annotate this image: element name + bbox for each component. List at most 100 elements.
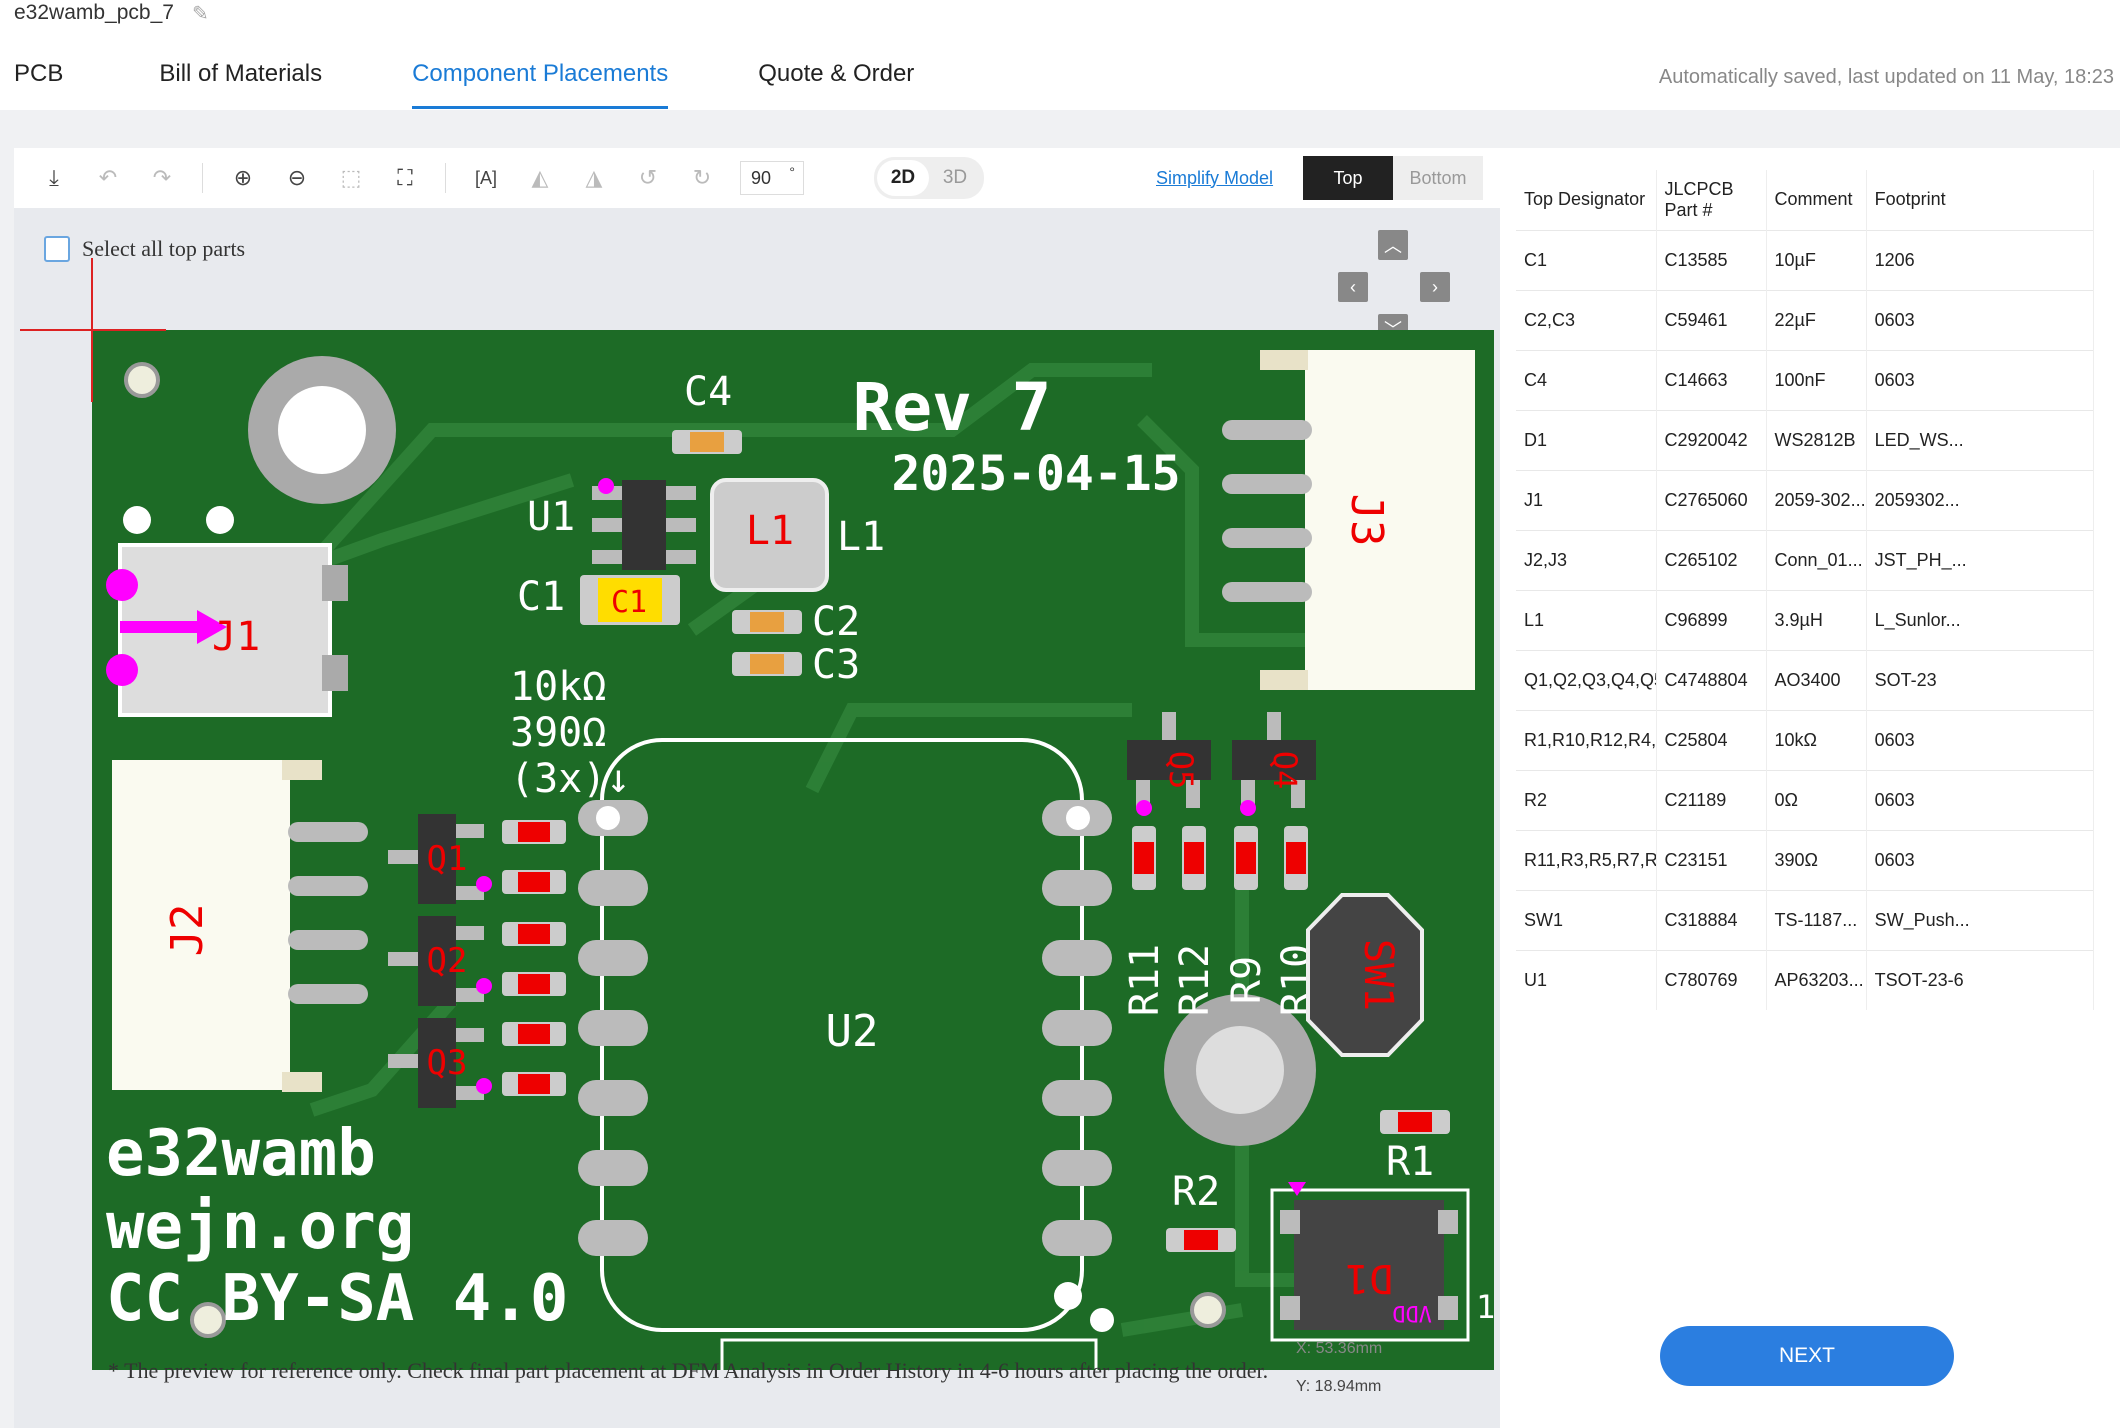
flip-horizontal-icon[interactable]: ◭ [531, 165, 549, 190]
table-cell: 0603 [1866, 289, 2095, 350]
table-cell: SW_Push... [1866, 889, 2095, 950]
side-toggle: Top Bottom [1303, 156, 1484, 200]
rotation-input[interactable]: 90 ° [740, 161, 804, 195]
label-vdd: VDD [1392, 1300, 1432, 1325]
label-r9: R9 [1224, 956, 1270, 1004]
table-cell: C265102 [1656, 529, 1767, 590]
select-all-label: Select all top parts [82, 236, 246, 261]
bottom-side-button[interactable]: Bottom [1393, 156, 1484, 200]
redo-icon[interactable]: ↷ [152, 165, 172, 190]
flip-vertical-icon[interactable]: ◮ [585, 165, 603, 190]
tab-component-placements[interactable]: Component Placements [412, 60, 669, 109]
rotate-right-icon[interactable]: ↻ [692, 165, 712, 190]
col-footprint[interactable]: Footprint [1866, 170, 2095, 230]
coord-y: Y: 18.94mm [1296, 1378, 1382, 1395]
table-cell: TSOT-23-6 [1866, 949, 2095, 1010]
label-r1: R1 [1386, 1139, 1434, 1185]
next-button[interactable]: NEXT [1660, 1326, 1954, 1386]
project-name: e32wamb_pcb_7 [14, 1, 174, 24]
select-all-top-parts[interactable]: Select all top parts [44, 236, 245, 262]
table-cell: 0603 [1866, 769, 2095, 830]
pan-left-icon[interactable]: ‹ [1338, 272, 1368, 302]
table-cell: 0Ω [1766, 769, 1867, 830]
table-cell: Conn_01... [1766, 529, 1867, 590]
text-select-icon[interactable]: [A] [474, 167, 497, 188]
table-cell: 10kΩ [1766, 709, 1867, 770]
pcb-board[interactable]: J1 J2 J3 Rev 7 2025-04-15 C4 U1 L1 L1 C1… [92, 330, 1494, 1370]
col-top-designator[interactable]: Top Designator [1516, 170, 1657, 230]
view-3d-button[interactable]: 3D [942, 167, 968, 188]
tab-pcb[interactable]: PCB [14, 60, 64, 87]
label-q2: Q2 [427, 941, 468, 981]
table-cell: C2765060 [1656, 469, 1767, 530]
fit-view-icon[interactable]: ⛶ [397, 165, 413, 190]
tab-bom[interactable]: Bill of Materials [159, 60, 323, 87]
table-cell: C4 [1516, 349, 1657, 410]
zoom-in-icon[interactable]: ⊕ [233, 165, 253, 190]
board-rev: Rev 7 [853, 369, 1052, 446]
pan-up-icon[interactable]: ︿ [1378, 230, 1408, 260]
col-jlcpcb-part[interactable]: JLCPCB Part # [1656, 170, 1767, 230]
table-cell: 10µF [1766, 229, 1867, 290]
table-cell: SW1 [1516, 889, 1657, 950]
note-390: 390Ω [510, 710, 606, 756]
table-cell: C4748804 [1656, 649, 1767, 710]
table-cell: R1,R10,R12,R4,R... [1516, 709, 1657, 770]
table-cell: WS2812B [1766, 409, 1867, 470]
label-r12: R12 [1172, 944, 1218, 1016]
table-cell: 0603 [1866, 709, 2095, 770]
table-cell: LED_WS... [1866, 409, 2095, 470]
table-cell: 390Ω [1766, 829, 1867, 890]
top-side-button[interactable]: Top [1303, 156, 1394, 200]
table-cell: C318884 [1656, 889, 1767, 950]
simplify-model-link[interactable]: Simplify Model [1156, 167, 1274, 188]
coord-x: X: 53.36mm [1296, 1340, 1383, 1357]
table-cell: U1 [1516, 949, 1657, 1010]
view-2d-button[interactable]: 2D [877, 160, 929, 196]
table-cell: C780769 [1656, 949, 1767, 1010]
table-cell: 1206 [1866, 229, 2095, 290]
label-c2: C2 [812, 599, 860, 645]
table-cell: L_Sunlor... [1866, 589, 2095, 650]
rotate-left-icon[interactable]: ↺ [638, 165, 658, 190]
board-date: 2025-04-15 [892, 446, 1181, 502]
degree-symbol: ° [789, 164, 795, 180]
download-icon[interactable]: ⤓ [49, 165, 59, 190]
select-all-checkbox[interactable] [44, 236, 70, 262]
viewer-toolbar: ⤓ ↶ ↷ ⊕ ⊖ ⬚ ⛶ [A] ◭ ◮ ↺ ↻ 90 ° 2D 3D Simp… [14, 148, 1500, 208]
table-cell: C21189 [1656, 769, 1767, 830]
label-c1-part: C1 [611, 585, 647, 620]
edit-icon[interactable]: ✎ [191, 2, 209, 25]
table-cell: 22µF [1766, 289, 1867, 350]
zoom-out-icon[interactable]: ⊖ [287, 165, 307, 190]
col-comment[interactable]: Comment [1766, 170, 1867, 230]
zoom-area-icon[interactable]: ⬚ [340, 165, 362, 190]
tab-quote-order[interactable]: Quote & Order [758, 60, 915, 87]
table-cell: 0603 [1866, 349, 2095, 410]
rotation-value: 90 [751, 168, 772, 188]
view-mode-toggle: 2D 3D [874, 157, 984, 199]
undo-icon[interactable]: ↶ [98, 165, 118, 190]
table-cell: C14663 [1656, 349, 1767, 410]
table-cell: R11,R3,R5,R7,R9 [1516, 829, 1657, 890]
label-j1: J1 [212, 614, 260, 660]
pan-right-icon[interactable]: › [1420, 272, 1450, 302]
label-pin1: 1 [1476, 1288, 1494, 1326]
table-cell: 2059302... [1866, 469, 2095, 530]
label-d1: D1 [1345, 1255, 1393, 1301]
label-c4: C4 [684, 369, 732, 415]
table-cell: 0603 [1866, 829, 2095, 890]
